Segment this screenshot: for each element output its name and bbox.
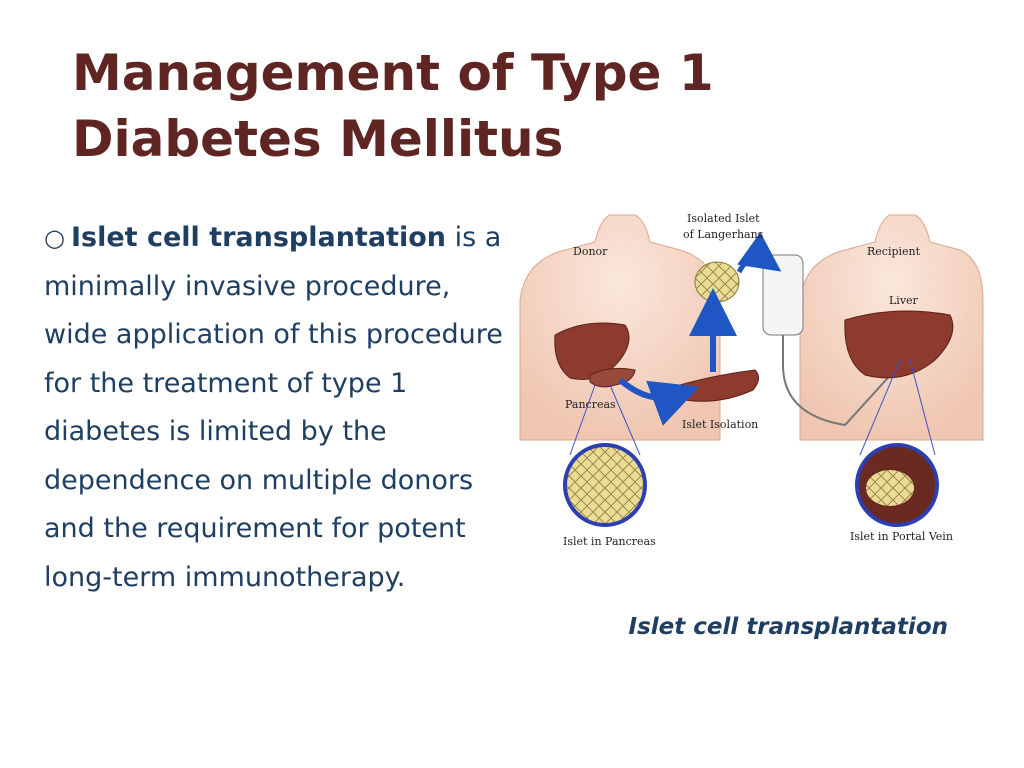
donor-liver: [554, 322, 630, 380]
iv-bag: [762, 254, 804, 336]
isolated-islet-label-1: Isolated Islet: [687, 212, 760, 225]
isolated-islet-label-2: of Langerhans: [683, 228, 764, 241]
islet-in-pancreas-circle: [563, 443, 647, 527]
islet-isolation-label: Islet Isolation: [682, 418, 758, 431]
arrow-islet-to-bag: [736, 232, 782, 274]
bullet-term: Islet cell transplantation: [70, 222, 446, 253]
islet-in-pancreas-label: Islet in Pancreas: [563, 535, 656, 548]
isolated-islet: [694, 261, 740, 303]
islet-transplant-illustration: Donor Recipient Isolated Islet of Langer…: [515, 200, 985, 560]
bullet-marker: ○: [44, 224, 65, 252]
donor-label: Donor: [573, 245, 608, 258]
recipient-label: Recipient: [867, 245, 921, 258]
islet-in-portal-vein-label: Islet in Portal Vein: [850, 530, 953, 543]
figure-caption: Islet cell transplantation: [628, 614, 948, 640]
liver-label: Liver: [889, 294, 919, 307]
arrow-donor-to-isolation: [618, 377, 700, 426]
recipient-liver: [844, 310, 954, 379]
slide-title: Management of Type 1 Diabetes Mellitus: [72, 44, 714, 168]
pancreas-label: Pancreas: [565, 398, 616, 411]
bullet-paragraph: ○Islet cell transplantation is a minimal…: [44, 214, 522, 602]
bullet-text: is a minimally invasive procedure, wide …: [44, 222, 503, 593]
